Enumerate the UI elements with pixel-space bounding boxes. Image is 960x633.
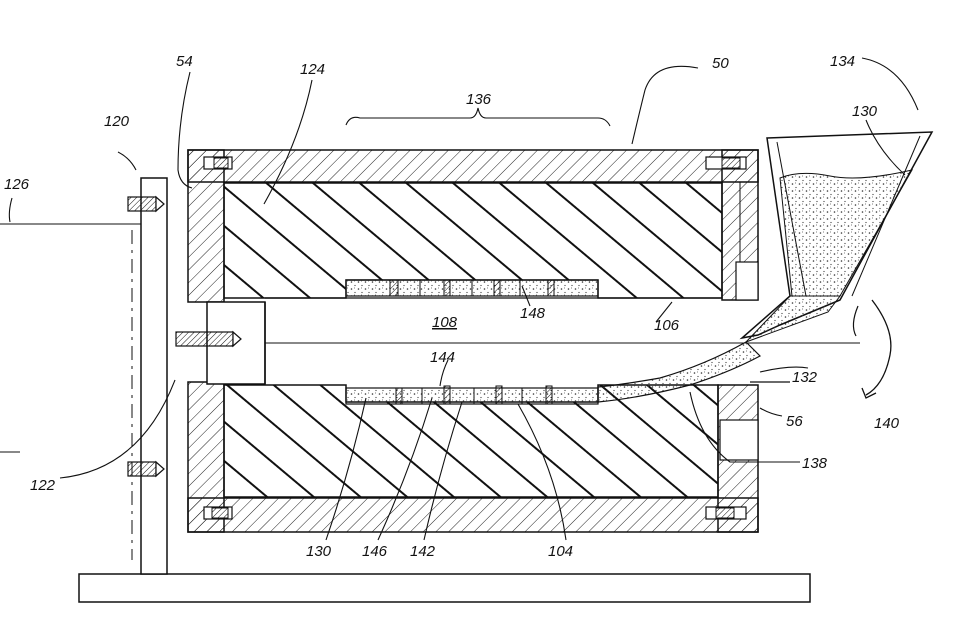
label-132: 132 bbox=[792, 369, 818, 386]
rotation-arrow bbox=[865, 299, 892, 396]
right-upper-insert bbox=[735, 261, 759, 301]
label-104: 104 bbox=[548, 543, 573, 560]
reference-labels: 50 54 56 104 106 108 120 122 124 126 130… bbox=[4, 53, 900, 560]
label-130-cavity: 130 bbox=[306, 543, 332, 560]
right-lower-insert bbox=[719, 419, 759, 461]
label-130-hopper: 130 bbox=[852, 103, 878, 120]
base-plate bbox=[78, 573, 811, 603]
label-124: 124 bbox=[300, 61, 325, 78]
label-136: 136 bbox=[466, 91, 492, 108]
corner-pads bbox=[203, 156, 747, 520]
label-138: 138 bbox=[802, 455, 828, 472]
label-140: 140 bbox=[874, 415, 900, 432]
label-146: 146 bbox=[362, 543, 388, 560]
label-134: 134 bbox=[830, 53, 855, 70]
upper-bolt bbox=[127, 195, 165, 213]
label-126: 126 bbox=[4, 176, 30, 193]
upper-cavity-pieces bbox=[345, 279, 599, 297]
shaft-coupling bbox=[175, 301, 266, 385]
label-56: 56 bbox=[786, 413, 803, 430]
leader-lines bbox=[8, 57, 919, 541]
rotation-arrow-head bbox=[861, 387, 877, 399]
lower-bolt bbox=[127, 460, 165, 478]
label-144: 144 bbox=[430, 349, 455, 366]
label-106: 106 bbox=[654, 317, 680, 334]
label-120: 120 bbox=[104, 113, 130, 130]
label-50: 50 bbox=[712, 55, 729, 72]
label-54: 54 bbox=[176, 53, 193, 70]
label-108: 108 bbox=[432, 314, 458, 331]
lower-cavity-pieces bbox=[345, 385, 599, 405]
hopper bbox=[739, 131, 934, 343]
rotation-arrow-back bbox=[852, 305, 859, 337]
label-148: 148 bbox=[520, 305, 546, 322]
label-142: 142 bbox=[410, 543, 436, 560]
support-post bbox=[140, 177, 168, 575]
label-122: 122 bbox=[30, 477, 56, 494]
